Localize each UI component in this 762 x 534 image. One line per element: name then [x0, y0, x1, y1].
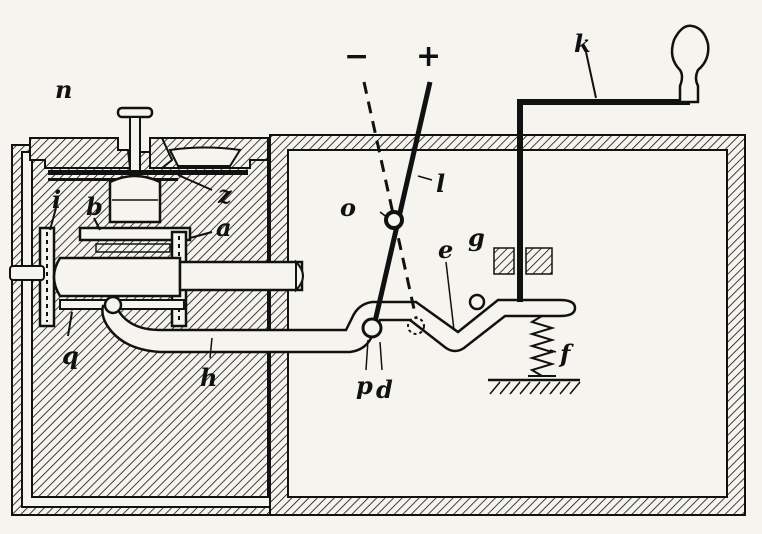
label-i: i	[52, 185, 61, 214]
label-h: h	[200, 363, 217, 392]
label-b: b	[86, 192, 103, 221]
contact-arm-l	[361, 81, 557, 371]
label-n: n	[55, 75, 72, 104]
contact-arm-alternate-position	[362, 81, 418, 319]
lever-h-pivot	[103, 295, 123, 315]
label-g: g	[468, 223, 485, 252]
pin-p	[361, 317, 383, 339]
label-minus: −	[344, 39, 369, 74]
right-housing-wall	[269, 134, 746, 516]
label-f: f	[558, 339, 574, 368]
label-plus: +	[416, 39, 441, 74]
lever-h	[101, 295, 577, 359]
label-e: e	[438, 235, 453, 264]
crank-k	[493, 24, 710, 302]
label-o: o	[340, 193, 356, 222]
label-z: z	[217, 180, 233, 209]
pin-d-dashed	[407, 317, 425, 335]
stop-g	[468, 293, 486, 311]
crank-handle-knob	[670, 24, 710, 104]
label-a: a	[216, 213, 232, 242]
top-cap-n	[29, 137, 269, 169]
upper-spool	[108, 174, 162, 224]
label-d: d	[376, 375, 393, 404]
bar-b	[78, 217, 192, 253]
spring-f	[488, 315, 581, 395]
label-q: q	[62, 341, 79, 370]
label-k: k	[574, 29, 591, 58]
label-l: l	[436, 169, 445, 198]
label-p: p	[356, 371, 373, 400]
lever-i	[38, 207, 57, 328]
pivot-o	[384, 210, 404, 230]
